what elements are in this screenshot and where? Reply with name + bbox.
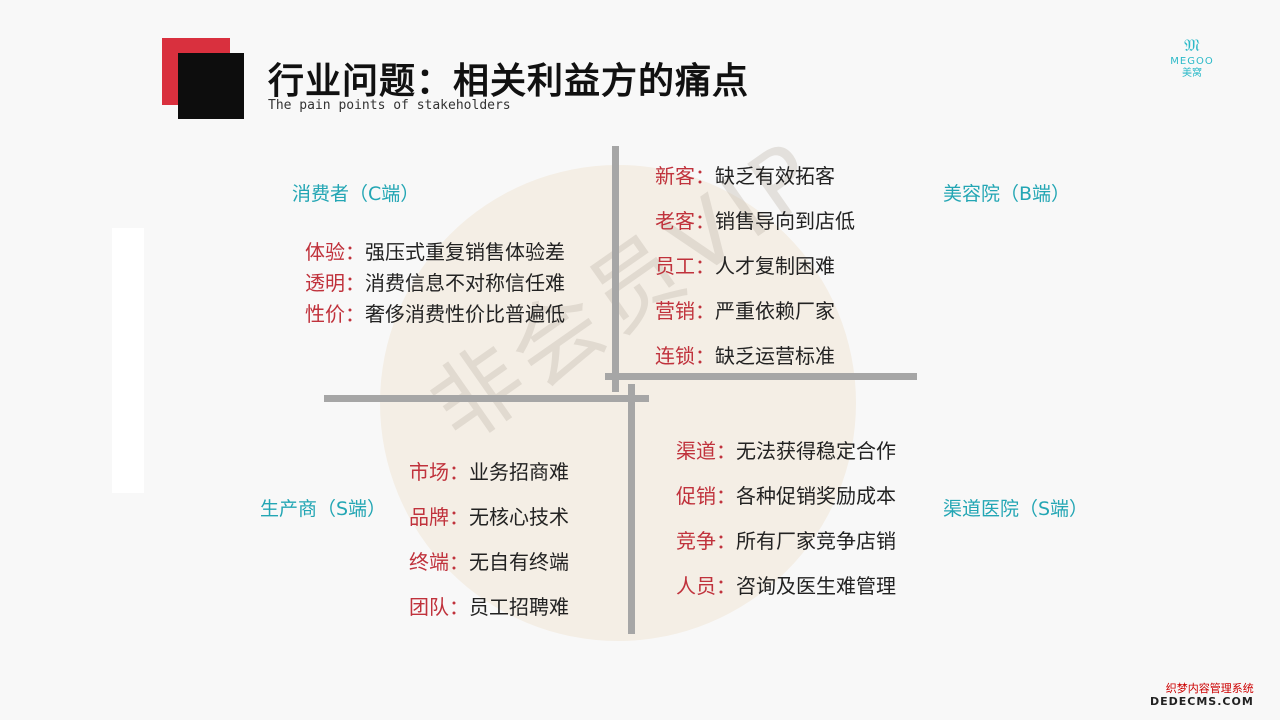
consumer-item: 性价：奢侈消费性价比普遍低	[305, 298, 565, 327]
item-value: 所有厂家竞争店销	[736, 529, 896, 553]
brand-name-cn: 美窝	[1182, 68, 1202, 79]
item-key: 团队：	[409, 595, 469, 619]
item-value: 无核心技术	[469, 505, 569, 529]
item-value: 严重依赖厂家	[715, 299, 835, 323]
page-title: 行业问题：相关利益方的痛点	[268, 61, 750, 102]
divider-vertical-top	[612, 146, 619, 392]
item-value: 员工招聘难	[469, 595, 569, 619]
section-salon: 美容院（B端）	[943, 183, 1071, 205]
producer-item: 市场：业务招商难	[409, 456, 569, 485]
channel-item: 渠道：无法获得稳定合作	[676, 435, 896, 464]
channel-item: 竞争：所有厂家竞争店销	[676, 525, 896, 554]
item-key: 营销：	[655, 299, 715, 323]
corner-watermark-line2: DEDECMS.COM	[1150, 695, 1254, 708]
item-value: 无法获得稳定合作	[736, 439, 896, 463]
item-key: 性价：	[305, 302, 365, 326]
divider-horizontal-left	[324, 395, 649, 402]
item-value: 销售导向到店低	[715, 209, 855, 233]
item-value: 强压式重复销售体验差	[365, 240, 565, 264]
item-key: 体验：	[305, 240, 365, 264]
item-value: 奢侈消费性价比普遍低	[365, 302, 565, 326]
item-key: 新客：	[655, 164, 715, 188]
item-key: 透明：	[305, 271, 365, 295]
item-key: 竞争：	[676, 529, 736, 553]
corner-watermark-line1: 织梦内容管理系统	[1165, 682, 1254, 695]
salon-item: 老客：销售导向到店低	[655, 205, 855, 234]
consumer-item: 体验：强压式重复销售体验差	[305, 236, 565, 265]
salon-item: 营销：严重依赖厂家	[655, 295, 835, 324]
page-subtitle: The pain points of stakeholders	[268, 98, 511, 113]
section-consumer: 消费者（C端）	[292, 183, 420, 205]
channel-item: 促销：各种促销奖励成本	[676, 480, 896, 509]
item-key: 终端：	[409, 550, 469, 574]
brand-logo: 𝔐 MEGOO 美窝	[1162, 36, 1222, 80]
brand-mark-icon: 𝔐	[1184, 36, 1200, 56]
section-channel: 渠道医院（S端）	[943, 498, 1089, 520]
salon-item: 新客：缺乏有效拓客	[655, 160, 835, 189]
item-key: 品牌：	[409, 505, 469, 529]
item-value: 人才复制困难	[715, 254, 835, 278]
item-value: 消费信息不对称信任难	[365, 271, 565, 295]
corner-watermark: 织梦内容管理系统 DEDECMS.COM	[1150, 682, 1254, 708]
logo-black-square	[178, 53, 244, 119]
channel-item: 人员：咨询及医生难管理	[676, 570, 896, 599]
item-key: 老客：	[655, 209, 715, 233]
item-value: 业务招商难	[469, 460, 569, 484]
item-key: 员工：	[655, 254, 715, 278]
item-key: 促销：	[676, 484, 736, 508]
producer-item: 品牌：无核心技术	[409, 501, 569, 530]
item-key: 人员：	[676, 574, 736, 598]
producer-item: 终端：无自有终端	[409, 546, 569, 575]
item-key: 市场：	[409, 460, 469, 484]
decorative-strip	[112, 228, 144, 493]
item-key: 连锁：	[655, 344, 715, 368]
item-value: 无自有终端	[469, 550, 569, 574]
item-value: 各种促销奖励成本	[736, 484, 896, 508]
section-producer: 生产商（S端）	[260, 498, 387, 520]
item-value: 缺乏运营标准	[715, 344, 835, 368]
item-value: 咨询及医生难管理	[736, 574, 896, 598]
divider-horizontal-right	[605, 373, 917, 380]
salon-item: 员工：人才复制困难	[655, 250, 835, 279]
divider-vertical-bottom	[628, 384, 635, 634]
item-key: 渠道：	[676, 439, 736, 463]
consumer-item: 透明：消费信息不对称信任难	[305, 267, 565, 296]
brand-name-en: MEGOO	[1170, 56, 1214, 67]
item-value: 缺乏有效拓客	[715, 164, 835, 188]
producer-item: 团队：员工招聘难	[409, 591, 569, 620]
salon-item: 连锁：缺乏运营标准	[655, 340, 835, 369]
